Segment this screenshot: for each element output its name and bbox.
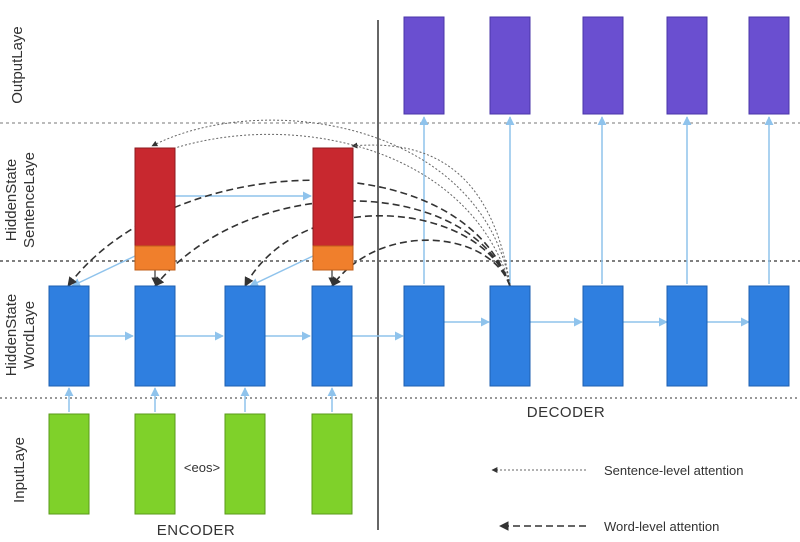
decoder-hidden-block <box>582 285 624 387</box>
decoder-label: DECODER <box>527 404 606 421</box>
word-hidden-layer <box>48 285 790 387</box>
decoder-hidden-block <box>489 285 531 387</box>
encoder-hidden-block <box>48 285 90 387</box>
input-block <box>48 413 90 515</box>
layer-separators <box>0 20 800 530</box>
eos-token-label: <eos> <box>184 460 220 475</box>
input-layer <box>48 413 353 515</box>
word-layer-label-line2: WordLaye <box>21 301 38 369</box>
layer-labels: OutputLaye HiddenState SentenceLaye Hidd… <box>3 26 38 503</box>
decoder-hidden-block <box>403 285 445 387</box>
encoder-hidden-block <box>224 285 266 387</box>
input-block <box>311 413 353 515</box>
encoder-label: ENCODER <box>157 522 236 539</box>
connectors <box>64 116 774 412</box>
sentence-block <box>312 147 354 247</box>
pool-to-word-arrows <box>151 270 336 285</box>
input-block <box>224 413 266 515</box>
eos-label-bg <box>180 458 224 476</box>
word-layer-label-line1: HiddenState <box>3 294 20 377</box>
sentence-attention-curves <box>151 119 511 286</box>
decoder-hidden-block <box>748 285 790 387</box>
input-layer-label: InputLaye <box>11 437 28 503</box>
legend-sentence-text: Sentence-level attention <box>604 463 743 478</box>
output-block <box>748 16 790 115</box>
output-block <box>489 16 531 115</box>
output-block <box>666 16 708 115</box>
encoder-hidden-block <box>134 285 176 387</box>
pool-block <box>312 245 354 271</box>
input-block <box>134 413 176 515</box>
sentence-layer-label-line1: HiddenState <box>3 159 20 242</box>
output-block <box>582 16 624 115</box>
output-layer-label: OutputLaye <box>9 26 26 104</box>
decoder-hidden-block <box>666 285 708 387</box>
sentence-block <box>134 147 176 247</box>
encoder-hidden-block <box>311 285 353 387</box>
sentence-layer-label-line2: SentenceLaye <box>21 152 38 248</box>
legend-word-text: Word-level attention <box>604 519 719 534</box>
pool-block <box>134 245 176 271</box>
output-layer <box>403 16 790 115</box>
legend: Sentence-level attention Word-level atte… <box>491 463 743 534</box>
output-block <box>403 16 445 115</box>
sentence-layer <box>134 147 354 271</box>
